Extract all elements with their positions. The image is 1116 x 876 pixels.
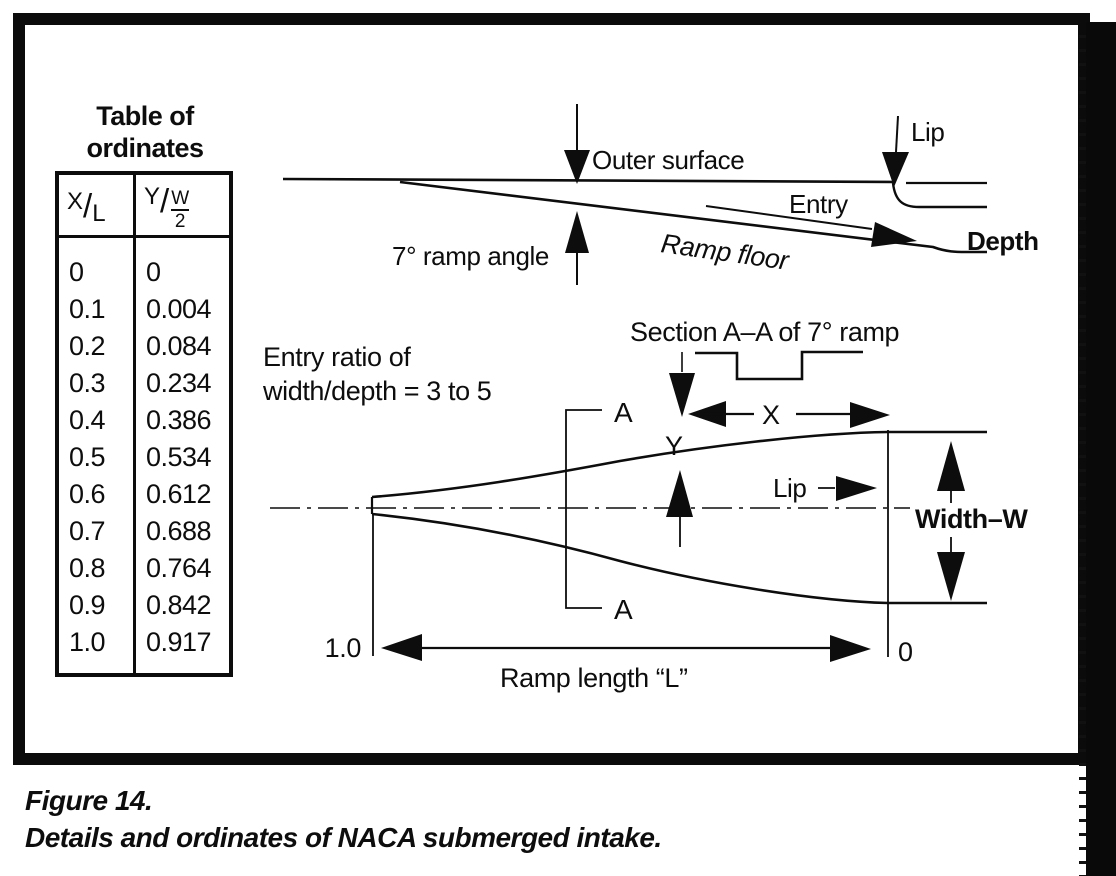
lip-label-plan: Lip <box>773 473 807 503</box>
outer-surface-line <box>282 177 894 184</box>
header-w: W <box>171 187 190 209</box>
station-left-label: 1.0 <box>325 633 361 663</box>
col-header-x-over-l: X/L <box>57 173 136 238</box>
cell-y: 0.688 <box>146 516 212 546</box>
cell-y: 0.234 <box>146 368 212 398</box>
header-2: 2 <box>171 208 190 232</box>
depth-label: Depth <box>967 226 1039 256</box>
lip-arrow-icon-plan <box>836 476 877 501</box>
cell-y: 0.084 <box>146 331 212 361</box>
cell-y: 0.917 <box>146 627 212 657</box>
ramp-length-label: Ramp length “L” <box>500 663 688 693</box>
section-title: Section A–A of 7° ramp <box>630 317 899 347</box>
lip-inner-curve <box>891 182 987 209</box>
table-row: 0.8 0.764 <box>57 550 231 587</box>
lip-label-side: Lip <box>911 117 945 147</box>
table-title-line2: ordinates <box>86 133 204 163</box>
entry-label: Entry <box>789 189 848 219</box>
entry-arrow-tail <box>705 205 873 230</box>
cell-y: 0.764 <box>146 553 212 583</box>
ramp-angle-arrow-icon <box>565 211 589 253</box>
table-title: Table of ordinates <box>55 100 235 164</box>
scan-gutter-bar <box>1086 22 1116 876</box>
cell-y: 0.534 <box>146 442 212 472</box>
header-slash-1: / <box>83 187 93 224</box>
table-row: 0.5 0.534 <box>57 439 231 476</box>
width-label: Width–W <box>915 504 1028 534</box>
cell-x: 0.8 <box>57 550 136 587</box>
cell-y: 0.842 <box>146 590 212 620</box>
cell-x: 0.1 <box>57 291 136 328</box>
plan-view-diagram: Entry ratio of width/depth = 3 to 5 Sect… <box>262 317 1029 693</box>
table-title-line1: Table of <box>96 101 194 131</box>
ramp-angle-label: 7° ramp angle <box>392 241 549 271</box>
cell-y: 0.612 <box>146 479 212 509</box>
ramp-floor-line <box>399 180 987 254</box>
scan-gutter-speckle <box>1079 30 1087 876</box>
table-row: 0.2 0.084 <box>57 328 231 365</box>
ramp-floor-label: Ramp floor <box>659 228 791 276</box>
width-down-arrow-icon <box>937 552 965 601</box>
table-row: 0.4 0.386 <box>57 402 231 439</box>
ramp-cross-section-profile <box>695 350 863 381</box>
table-row: 1.0 0.917 <box>57 624 231 675</box>
lower-wall-curve <box>371 512 987 605</box>
cell-x: 0.3 <box>57 365 136 402</box>
entry-arrow-icon <box>871 222 917 247</box>
header-l: L <box>92 200 106 227</box>
cell-x: 1.0 <box>57 624 136 675</box>
station-right-label: 0 <box>898 637 913 667</box>
lip-arrow-icon <box>882 152 909 187</box>
table-row: 0.3 0.234 <box>57 365 231 402</box>
lip-arrow-tail <box>895 115 899 153</box>
outer-surface-label: Outer surface <box>592 145 744 175</box>
cell-y: 0.386 <box>146 405 212 435</box>
x-dim-label: X <box>762 400 780 430</box>
cell-x: 0.4 <box>57 402 136 439</box>
cell-x: 0.5 <box>57 439 136 476</box>
table-row: 0.7 0.688 <box>57 513 231 550</box>
cell-x: 0.7 <box>57 513 136 550</box>
header-x: X <box>67 188 84 215</box>
cell-x: 0 <box>57 236 136 291</box>
y-dim-label: Y <box>665 431 683 461</box>
figure-description: Details and ordinates of NACA submerged … <box>25 822 662 853</box>
cell-x: 0.6 <box>57 476 136 513</box>
figure-caption: Figure 14. Details and ordinates of NACA… <box>25 782 662 856</box>
cell-y: 0 <box>146 257 161 287</box>
x-dim-right-arrow-icon <box>850 402 890 428</box>
ramp-length-right-arrow-icon <box>830 635 871 662</box>
cell-y: 0.004 <box>146 294 212 324</box>
figure-number: Figure 14. <box>25 785 153 816</box>
cell-x: 0.2 <box>57 328 136 365</box>
table-row: 0.6 0.612 <box>57 476 231 513</box>
side-view-diagram: Outer surface Lip Entry Depth Ramp floor… <box>282 104 1039 285</box>
table-row: 0.9 0.842 <box>57 587 231 624</box>
width-up-arrow-icon <box>937 441 965 491</box>
station-a-bottom-label: A <box>614 594 633 625</box>
header-slash-2: / <box>160 182 170 220</box>
entry-ratio-label-line1: Entry ratio of <box>263 342 411 372</box>
table-row: 0.1 0.004 <box>57 291 231 328</box>
outer-surface-arrow-icon <box>564 150 590 184</box>
entry-ratio-label-line2: width/depth = 3 to 5 <box>262 376 491 406</box>
cell-x: 0.9 <box>57 587 136 624</box>
section-aa-line <box>565 409 602 609</box>
y-arrow-icon <box>666 470 693 517</box>
header-y: Y <box>144 183 161 211</box>
ramp-length-left-arrow-icon <box>381 634 422 661</box>
station-a-top-label: A <box>614 397 633 428</box>
upper-wall-curve <box>371 430 987 499</box>
a-station-arrow-icon <box>669 373 695 417</box>
